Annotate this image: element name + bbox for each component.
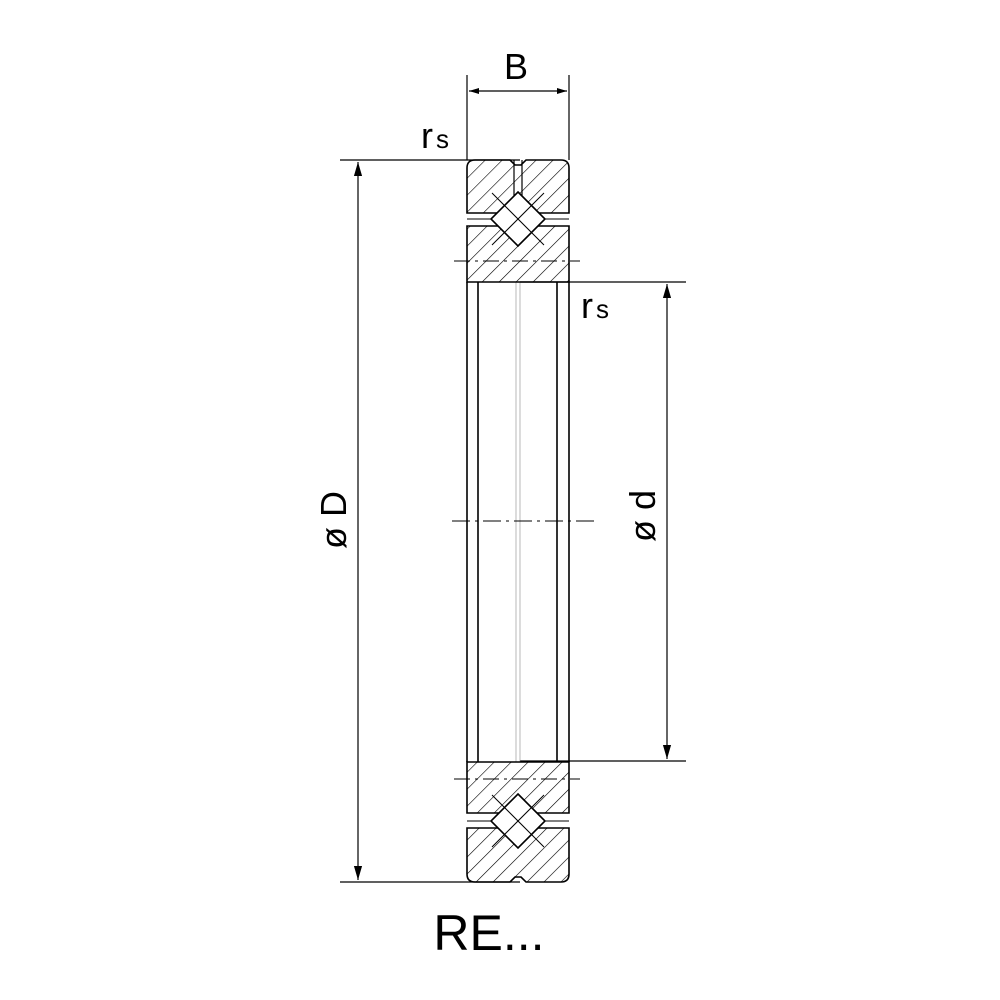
- width-label: B: [504, 46, 528, 87]
- width-dimension: B: [466, 46, 570, 160]
- inner-diameter-label: ø d: [622, 490, 663, 542]
- top-ring-section: [454, 159, 580, 283]
- bottom-roller-cross-b: [491, 794, 545, 848]
- top-outer-ring-hatch: [466, 159, 570, 214]
- fillet-label-bottom-main: r: [581, 285, 593, 326]
- bottom-outer-ring-hatch: [466, 827, 570, 883]
- model-caption: RE...: [433, 905, 544, 961]
- fillet-label-bottom-sub: s: [596, 294, 609, 324]
- outer-diameter-label: ø D: [313, 491, 354, 549]
- inner-diameter-dimension: ø d: [520, 281, 686, 762]
- bottom-ring-section: [454, 761, 580, 883]
- top-roller-cross-b: [491, 192, 545, 246]
- outer-diameter-dimension: ø D: [313, 159, 520, 883]
- fillet-label-top-main: r: [421, 115, 433, 156]
- fillet-label-top-sub: s: [436, 124, 449, 154]
- bearing-body: [452, 282, 597, 762]
- bottom-inner-ring-hatch: [466, 761, 570, 814]
